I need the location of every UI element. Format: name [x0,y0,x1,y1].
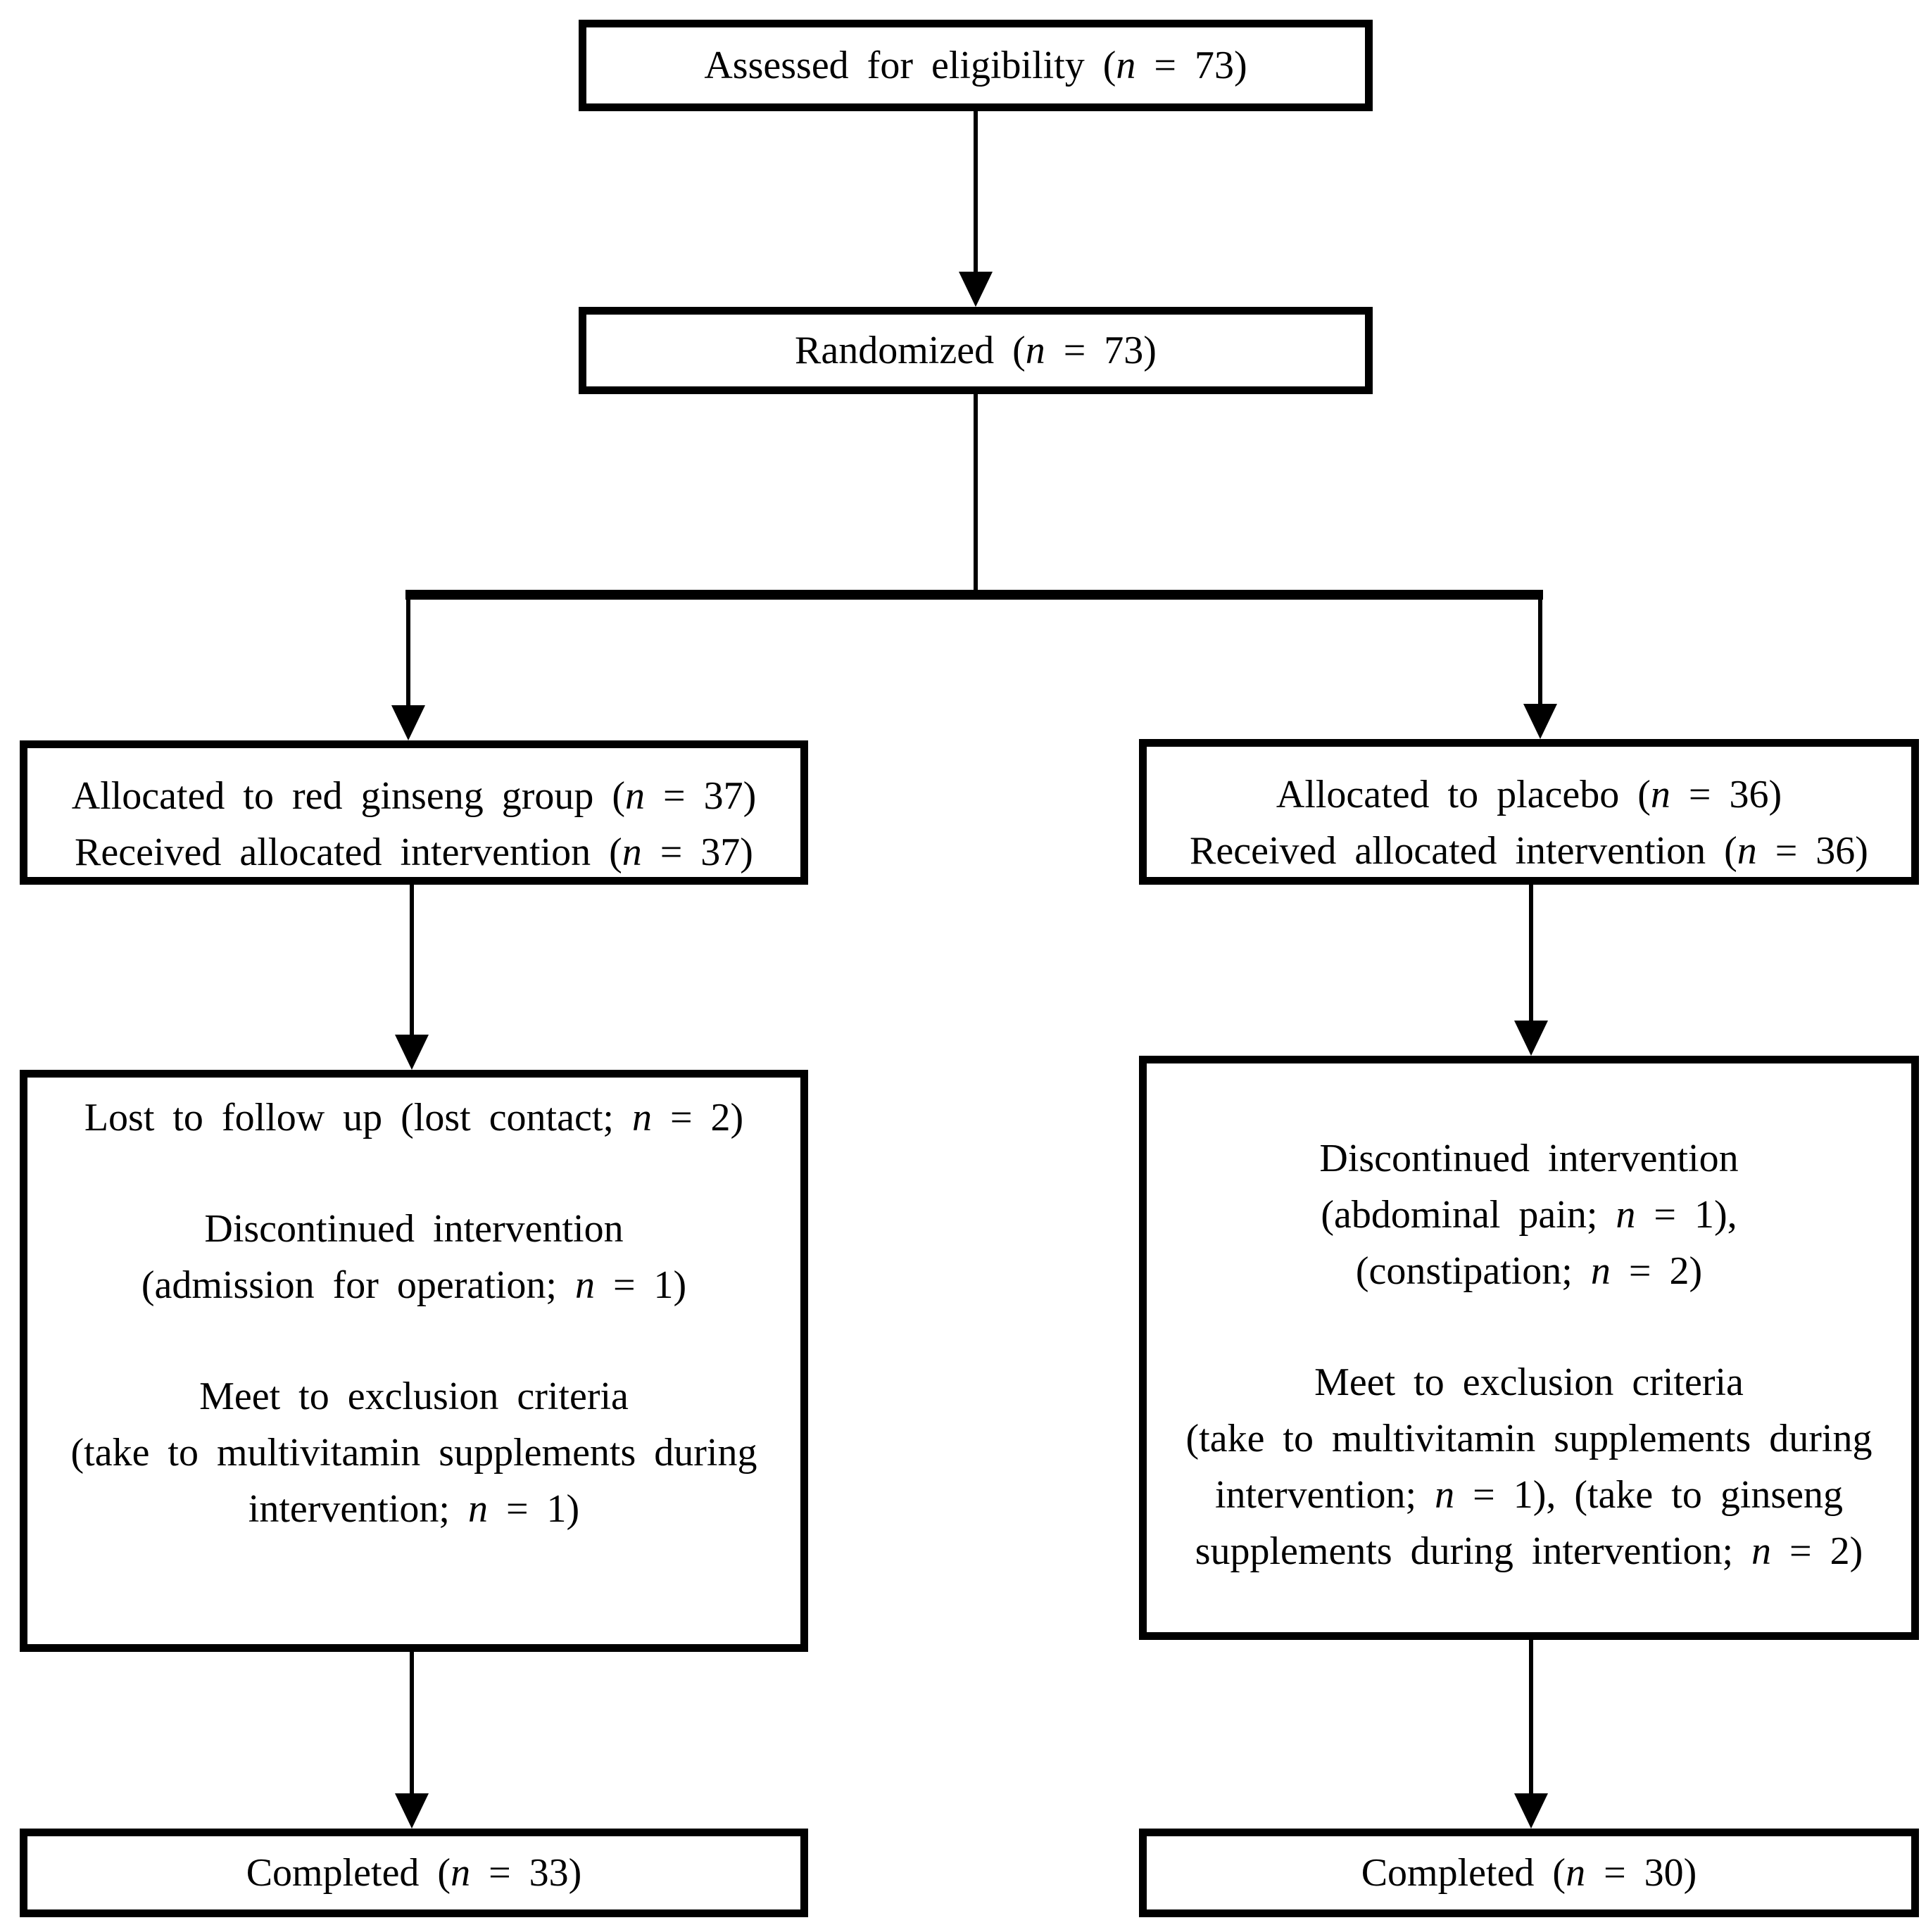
exclusion-reason-text-1: (take to multivitamin supplements during [1185,1417,1872,1460]
discontinued-reason-text: (admission for operation; n = 1) [141,1263,687,1307]
arrow-left-followup-to-completed-head [395,1793,429,1829]
exclusion-criteria-text: Meet to exclusion criteria [1314,1360,1744,1404]
randomized-box: Randomized (n = 73) [579,307,1373,394]
exclusion-criteria-paragraph: Meet to exclusion criteria (take to mult… [71,1368,757,1537]
discontinued-intervention-text: Discontinued intervention [1319,1137,1739,1180]
completed-red-ginseng-box: Completed (n = 33) [20,1829,808,1917]
arrow-assessed-to-randomized-head [959,272,993,307]
exclusion-reason-text-2: intervention; n = 1) [248,1487,580,1531]
arrow-right-followup-to-completed-head [1514,1793,1548,1829]
lost-to-followup-text: Lost to follow up (lost contact; n = 2) [84,1096,744,1139]
arrow-right-alloc-to-followup-head [1514,1021,1548,1056]
allocated-placebo-line-1: Allocated to placebo (n = 36) [1276,773,1782,816]
red-ginseng-followup-box: Lost to follow up (lost contact; n = 2) … [20,1070,808,1652]
discontinued-reason-text-1: (abdominal pain; n = 1), [1321,1193,1737,1237]
randomized-text: Randomized (n = 73) [795,329,1157,372]
placebo-followup-box: Discontinued intervention (abdominal pai… [1139,1056,1919,1640]
discontinued-intervention-text: Discontinued intervention [204,1207,624,1251]
completed-red-ginseng-text: Completed (n = 33) [246,1851,582,1895]
arrow-left-alloc-to-followup-head [395,1035,429,1070]
exclusion-reason-text-1: (take to multivitamin supplements during [70,1431,757,1475]
exclusion-reason-text-2: intervention; n = 1), (take to ginseng [1214,1473,1844,1517]
allocated-red-ginseng-line-1: Allocated to red ginseng group (n = 37) [71,774,757,818]
discontinued-intervention-paragraph: Discontinued intervention (abdominal pai… [1319,1130,1738,1299]
completed-placebo-box: Completed (n = 30) [1139,1829,1919,1917]
exclusion-reason-text-3: supplements during intervention; n = 2) [1195,1529,1863,1573]
branch-left-head [391,705,425,740]
allocated-red-ginseng-box: Allocated to red ginseng group (n = 37) … [20,740,808,885]
exclusion-criteria-text: Meet to exclusion criteria [199,1375,629,1418]
completed-placebo-text: Completed (n = 30) [1361,1851,1697,1895]
lost-to-followup-paragraph: Lost to follow up (lost contact; n = 2) [84,1090,743,1146]
exclusion-criteria-paragraph: Meet to exclusion criteria (take to mult… [1186,1354,1872,1579]
allocated-placebo-box: Allocated to placebo (n = 36) Received a… [1139,739,1919,885]
allocated-red-ginseng-line-2: Received allocated intervention (n = 37) [75,831,753,874]
discontinued-reason-text-2: (constipation; n = 2) [1355,1249,1703,1293]
assessed-eligibility-text: Assessed for eligibility (n = 73) [704,44,1247,87]
branch-right-head [1523,704,1557,739]
assessed-eligibility-box: Assessed for eligibility (n = 73) [579,20,1373,111]
allocated-placebo-line-2: Received allocated intervention (n = 36) [1190,829,1868,873]
discontinued-intervention-paragraph: Discontinued intervention (admission for… [141,1201,686,1313]
